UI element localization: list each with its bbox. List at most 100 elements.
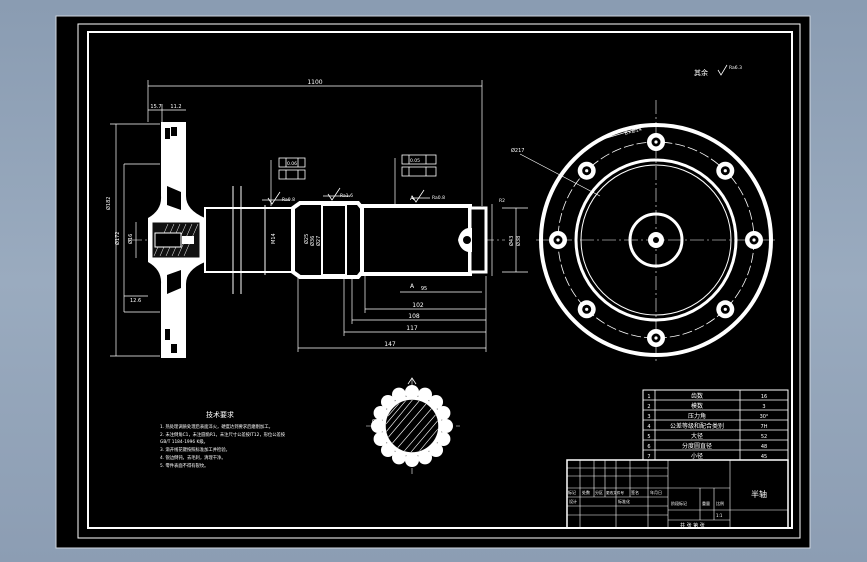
svg-text:其余: 其余 [694,68,708,77]
svg-text:年月日: 年月日 [650,489,662,495]
roughness-value-3: Ra0.8 [432,195,445,201]
dim-m14: M14 [271,233,277,244]
roughness-symbol [267,191,281,205]
bolt-hole-center [654,336,658,340]
scale-value: 1:1 [716,513,723,518]
part-name: 半轴 [751,489,767,499]
technical-requirements: 技术要求 1. 热处理调质处理后表面淬火，硬度达到要求后磨削加工。 2. 未注倒… [160,410,286,469]
tech-note-6: 5. 零件表面不得有裂纹。 [160,462,208,469]
tech-note-5: 4. 锐边倒钝，去毛刺，清理干净。 [160,454,226,461]
spline-parameter-table: 1 齿数 16 2 模数 3 3 压力角 30° 4 公差等级和配合类别 7H … [642,389,789,461]
roughness-symbol [411,189,425,203]
bolt-hole-center [654,140,658,144]
dim-dia-182: Ø182 [105,197,112,210]
svg-text:模数: 模数 [691,402,703,410]
drawing-frame [87,31,793,529]
sheet-label: 共 张 第 张 [680,522,705,529]
spline-tooth [405,385,419,399]
dim-bolt-circle: Ø217 [511,147,524,154]
svg-text:3: 3 [647,414,650,420]
dim-overall-length: 1100 [307,79,322,86]
roughness-symbol [327,187,341,201]
bolt-holes [549,133,763,347]
standard-label: 标准化 [618,498,630,504]
outer-frame [77,23,801,539]
params-row-7: 7 小径 45 [647,452,767,460]
roughness-value-1: Ra0.8 [282,197,295,203]
svg-text:更改文件号: 更改文件号 [606,490,624,495]
svg-text:5: 5 [647,434,650,440]
dim-dia-38: Ø38 [515,236,522,246]
params-row-5: 5 大径 52 [647,432,767,440]
dim-dia-43: Ø43 [508,236,515,246]
svg-text:48: 48 [761,444,767,450]
bolt-hole-center [585,307,589,311]
svg-text:1: 1 [647,394,650,400]
hub-circle [628,212,684,268]
flange-outer-circle [539,123,773,357]
svg-text:16: 16 [761,394,767,400]
tolerance-value-2: 0.05 [410,158,420,164]
svg-text:处数: 处数 [582,489,590,495]
tolerance-value-1: 0.06 [287,161,297,167]
tech-note-4: 3. 渐开线花键按照标准加工并检验。 [160,446,230,453]
tech-note-3: GB/T 1184-1996 K级。 [160,438,208,445]
shaft-body [360,204,472,276]
dim-dia-25: Ø25 [303,234,310,244]
title-block: 标记 处数 分区 更改文件号 签名 年月日 设计 标准化 阶段标记 重量 比例 … [566,459,789,529]
svg-text:分度圆直径: 分度圆直径 [682,442,712,450]
shaft-neck [204,207,294,273]
dim-147: 147 [384,341,396,348]
revision-labels: 标记 处数 分区 更改文件号 签名 年月日 [568,489,662,495]
spline-tooth [405,453,419,467]
svg-text:标记: 标记 [568,489,576,495]
svg-text:齿数: 齿数 [691,392,703,400]
svg-text:小径: 小径 [691,452,703,460]
bolt-hole-center [556,238,560,242]
svg-text:7: 7 [647,454,650,460]
svg-text:Ra6.3: Ra6.3 [729,65,742,71]
tech-note-1: 1. 热处理调质处理后表面淬火，硬度达到要求后磨削加工。 [160,423,273,430]
tech-note-2: 2. 未注倒角C1，未注圆角R1，未注尺寸公差按IT12，形位公差按 [160,431,286,438]
design-label: 设计 [569,498,577,504]
params-row-3: 3 压力角 30° [647,412,769,420]
svg-text:52: 52 [761,434,767,440]
dim-flange-b: 11.2 [170,104,181,110]
svg-text:3: 3 [762,404,765,410]
scale-label: 比例 [716,500,724,506]
feature-control-frames [278,154,437,180]
svg-text:2: 2 [647,404,650,410]
datum-a-bottom: A [410,283,415,290]
flange-inner-circle [574,158,738,322]
svg-text:大径: 大径 [691,432,703,440]
svg-text:30°: 30° [760,414,769,420]
front-view: 1100 147 117 108 102 95 15.7 11.2 Ø182 Ø… [105,79,528,358]
svg-text:6: 6 [647,444,650,450]
svg-text:压力角: 压力角 [688,412,706,420]
dim-spline-dia: Ø50 [372,418,382,425]
dim-108: 108 [408,313,420,320]
bolt-hole-center [585,169,589,173]
bolt-hole-center [723,307,727,311]
datum-a-top: A [410,195,415,202]
tech-title: 技术要求 [206,410,234,419]
dim-dia-36: Ø36 [309,236,316,246]
dim-102: 102 [412,302,424,309]
spline-tooth [439,419,453,433]
spline-tooth [371,419,385,433]
bolt-hole-center [752,238,756,242]
spline-end [468,206,488,274]
dim-dia-16: Ø16 [127,234,134,244]
spline-section: Ø50 [366,377,460,474]
dim-hole-spec: 8×Ø14 [624,126,643,137]
hub-outer-circle [580,164,732,316]
flange [148,122,205,358]
weight-label: 重量 [702,500,710,506]
svg-text:公差等级和配合类别: 公差等级和配合类别 [670,422,724,430]
roughness-rest-note: 其余 Ra6.3 [694,64,742,77]
stage-label: 阶段标记 [671,500,687,506]
bolt-hole-center [723,169,727,173]
params-row-1: 1 齿数 16 [647,392,767,400]
dim-95: 95 [421,286,427,292]
